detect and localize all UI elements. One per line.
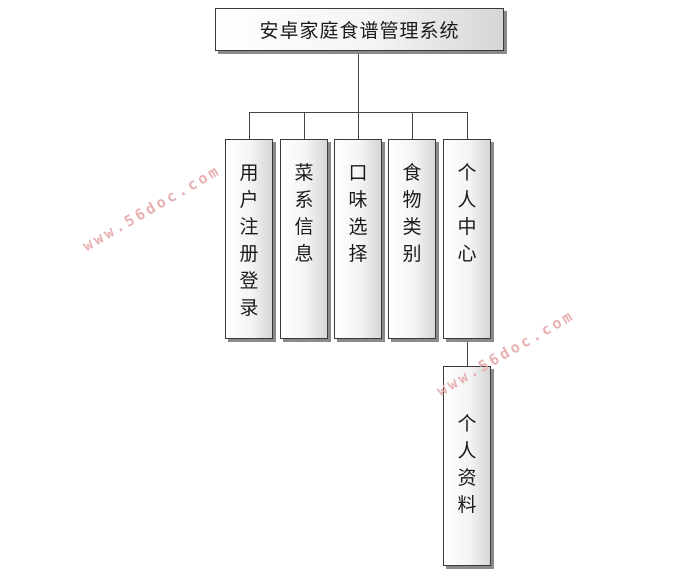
module-label: 用户注册登录: [239, 160, 258, 322]
root-node: 安卓家庭食谱管理系统: [215, 8, 504, 51]
label-char: 系: [294, 189, 314, 211]
label-char: 个: [457, 413, 477, 435]
label-char: 心: [457, 243, 477, 265]
label-char: 料: [457, 494, 477, 516]
module-node-cuisine-info: 菜系信息: [280, 139, 328, 339]
label-char: 菜: [294, 162, 314, 184]
label-char: 录: [239, 297, 259, 319]
drop-connector-5: [467, 112, 468, 139]
label-char: 择: [348, 243, 368, 265]
label-char: 中: [457, 216, 477, 238]
module-label: 个人中心: [457, 160, 476, 268]
drop-connector-4: [412, 112, 413, 139]
label-char: 食: [402, 162, 422, 184]
label-char: 选: [348, 216, 368, 238]
module-node-personal-center: 个人中心: [443, 139, 491, 339]
label-char: 人: [457, 189, 477, 211]
module-label: 食物类别: [402, 160, 421, 268]
label-char: 资: [457, 467, 477, 489]
sub-connector: [467, 340, 468, 366]
module-node-user-register-login: 用户注册登录: [225, 139, 273, 339]
label-char: 登: [239, 270, 259, 292]
watermark-text: www.56doc.com: [79, 161, 224, 255]
label-char: 息: [294, 243, 314, 265]
label-char: 个: [457, 162, 477, 184]
module-node-taste-select: 口味选择: [334, 139, 382, 339]
drop-connector-2: [304, 112, 305, 139]
root-title: 安卓家庭食谱管理系统: [259, 20, 460, 42]
root-stem-connector: [358, 51, 359, 112]
label-char: 用: [239, 162, 259, 184]
drop-connector-3: [358, 112, 359, 139]
label-char: 物: [402, 189, 422, 211]
label-char: 册: [239, 243, 259, 265]
label-char: 信: [294, 216, 314, 238]
module-label: 菜系信息: [294, 160, 313, 268]
module-node-food-category: 食物类别: [388, 139, 436, 339]
label-char: 户: [239, 189, 259, 211]
submodule-label: 个人资料: [457, 411, 476, 519]
drop-connector-1: [249, 112, 250, 139]
label-char: 人: [457, 440, 477, 462]
label-char: 味: [348, 189, 368, 211]
submodule-node-personal-profile: 个人资料: [443, 366, 491, 566]
label-char: 别: [402, 243, 422, 265]
label-char: 类: [402, 216, 422, 238]
label-char: 注: [239, 216, 259, 238]
label-char: 口: [348, 162, 368, 184]
module-label: 口味选择: [348, 160, 367, 268]
